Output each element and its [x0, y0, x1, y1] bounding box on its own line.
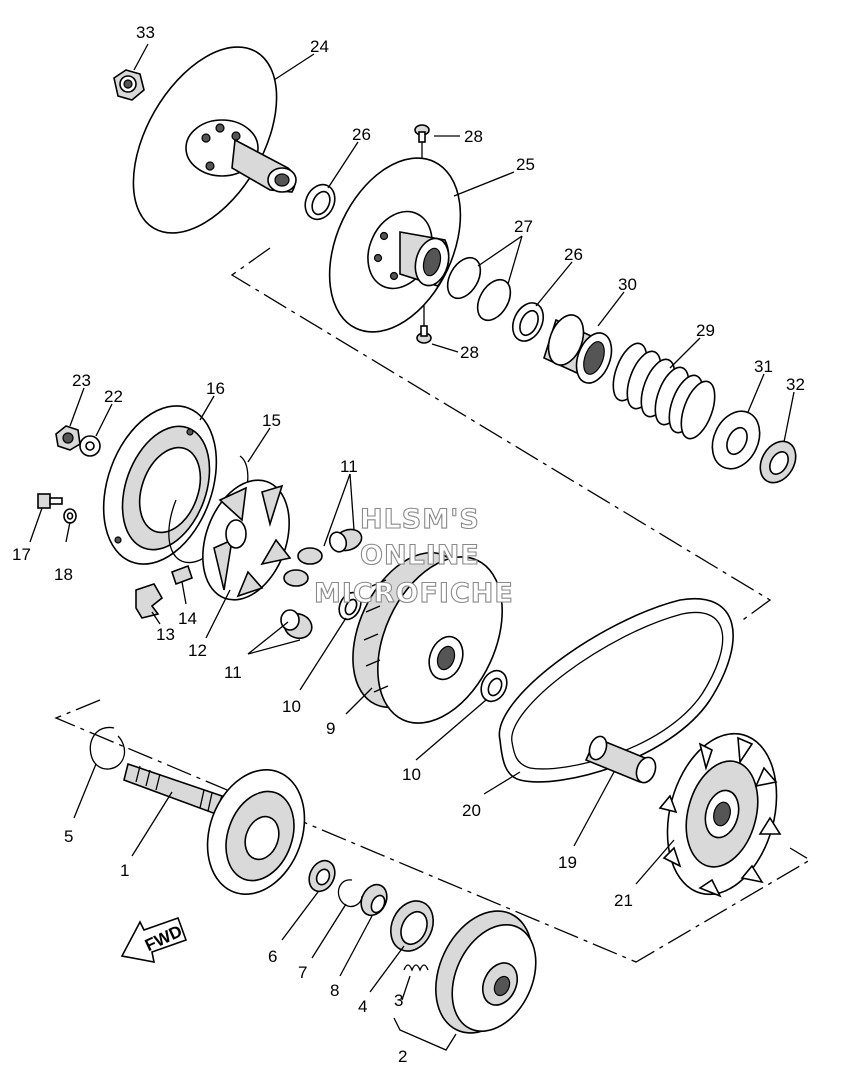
part-14-slider[interactable] [170, 564, 194, 586]
part-10-washer-right[interactable] [476, 666, 511, 705]
assembly-outline-lower [54, 699, 812, 963]
callout-15: 15 [262, 411, 281, 430]
part-18-washer[interactable] [63, 508, 77, 524]
watermark-line-2: ONLINE [360, 540, 480, 571]
part-3-spring[interactable] [403, 964, 429, 972]
callout-25: 25 [516, 155, 535, 174]
part-17-bolt[interactable] [37, 493, 63, 509]
callout-24: 24 [310, 37, 329, 56]
callout-6: 6 [268, 947, 277, 966]
callout-30: 30 [618, 275, 637, 294]
callout-22: 22 [104, 387, 123, 406]
callout-21: 21 [614, 891, 633, 910]
part-26-washer-lower[interactable] [507, 298, 549, 346]
part-32-nut[interactable] [753, 435, 803, 489]
part-5-circlip[interactable] [89, 726, 126, 770]
part-11-rollers[interactable] [280, 526, 365, 642]
part-23-nut[interactable] [55, 425, 81, 451]
callout-26-lower: 26 [564, 245, 583, 264]
watermark: HLSM'S ONLINE MICROFICHE [313, 503, 514, 609]
part-7-circlip[interactable] [337, 879, 363, 908]
callout-14: 14 [178, 609, 197, 628]
callout-19: 19 [558, 853, 577, 872]
callout-labels: 33 24 26 28 25 27 26 30 28 29 31 32 23 2… [12, 23, 805, 1066]
fwd-arrow-icon: FWD [120, 916, 188, 964]
callout-10-right: 10 [402, 765, 421, 784]
callout-5: 5 [64, 827, 73, 846]
part-30-collar[interactable] [542, 310, 618, 388]
watermark-line-3: MICROFICHE [314, 578, 514, 609]
callout-16: 16 [206, 379, 225, 398]
part-16-cam-cover[interactable] [83, 390, 237, 580]
callout-2: 2 [398, 1047, 407, 1066]
callout-9: 9 [326, 719, 335, 738]
part-1-clutch-housing[interactable] [123, 756, 321, 908]
part-26-washer-upper[interactable] [300, 180, 341, 224]
part-2-clutch-carrier[interactable] [417, 895, 552, 1048]
callout-29: 29 [696, 321, 715, 340]
callout-32: 32 [786, 375, 805, 394]
callout-18: 18 [54, 565, 73, 584]
part-4-one-way-bearing[interactable] [383, 894, 441, 958]
callout-26-upper: 26 [352, 125, 371, 144]
callout-1: 1 [120, 861, 129, 880]
watermark-line-1: HLSM'S [360, 504, 480, 535]
leader-lines [29, 43, 795, 1051]
callout-7: 7 [298, 963, 307, 982]
assembly-outline-upper [230, 247, 772, 623]
part-20-v-belt[interactable] [498, 597, 734, 783]
part-15-seal-ring[interactable] [168, 455, 249, 564]
part-27-o-rings[interactable] [441, 252, 517, 326]
part-22-washer[interactable] [79, 435, 101, 457]
part-28-pin-top[interactable] [414, 124, 430, 143]
callout-11-upper: 11 [340, 457, 358, 476]
callout-12: 12 [188, 641, 207, 660]
callout-4: 4 [358, 997, 367, 1016]
part-28-pin-bottom[interactable] [416, 325, 432, 344]
callout-10-left: 10 [282, 697, 301, 716]
callout-33: 33 [136, 23, 155, 42]
part-19-shaft[interactable] [584, 734, 659, 785]
callout-28-bottom: 28 [460, 343, 479, 362]
part-29-spring[interactable] [607, 339, 722, 443]
callout-23: 23 [72, 371, 91, 390]
callout-3: 3 [394, 991, 403, 1010]
callout-28-top: 28 [464, 127, 483, 146]
callout-31: 31 [754, 357, 773, 376]
part-13-slider[interactable] [135, 583, 164, 619]
callout-27: 27 [514, 217, 533, 236]
part-21-fan[interactable] [651, 721, 794, 906]
callout-17: 17 [12, 545, 31, 564]
part-33-nut[interactable] [113, 69, 145, 101]
part-24-fixed-sheave[interactable] [104, 23, 306, 258]
part-12-cam[interactable] [187, 468, 305, 612]
part-10-washer-left[interactable] [335, 589, 365, 623]
part-31-spring-seat[interactable] [703, 404, 768, 477]
callout-8: 8 [330, 981, 339, 1000]
part-6-bearing[interactable] [304, 856, 339, 895]
callout-13: 13 [156, 625, 175, 644]
part-8-collar[interactable] [356, 880, 391, 919]
callout-20: 20 [462, 801, 481, 820]
part-9-primary-sheave[interactable] [330, 535, 527, 743]
part-25-sliding-sheave[interactable] [304, 137, 487, 353]
callout-11-lower: 11 [224, 663, 242, 682]
